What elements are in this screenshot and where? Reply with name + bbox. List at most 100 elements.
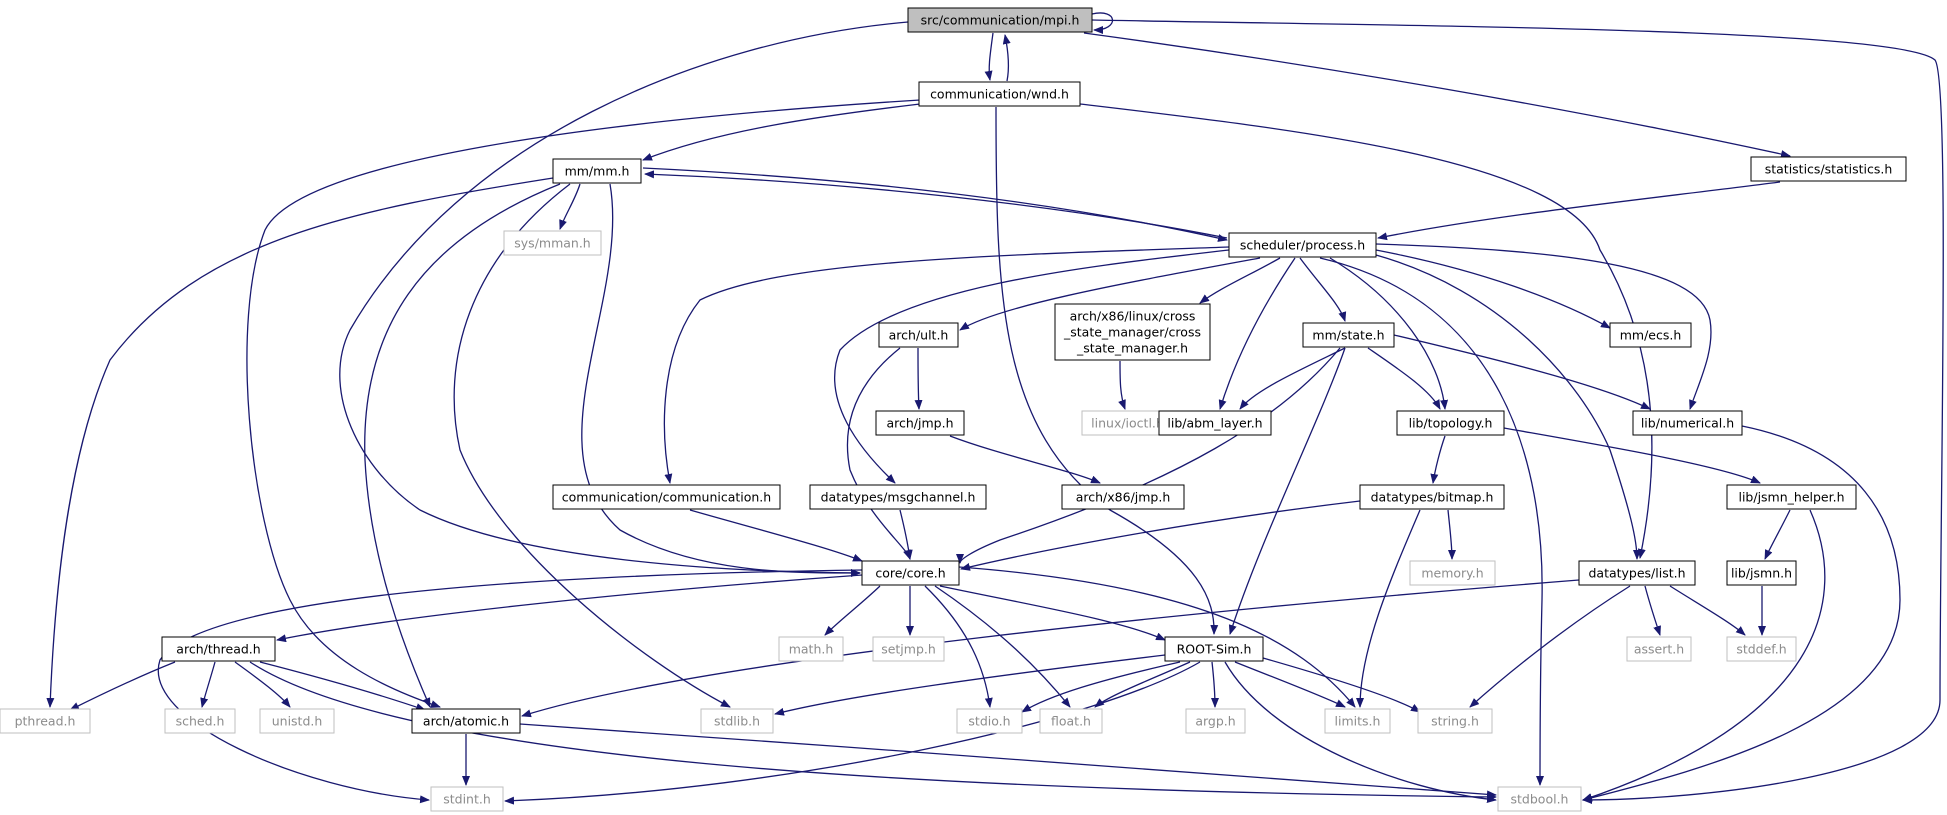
node-box <box>778 636 844 662</box>
node-thread[interactable]: arch/thread.h <box>161 636 276 662</box>
node-mpi[interactable]: src/communication/mpi.h <box>907 7 1093 33</box>
node-argp[interactable]: argp.h <box>1185 708 1246 734</box>
edge-bitmap-to-core <box>960 500 1361 571</box>
edge-rootsim-to-stdlib <box>774 654 1166 716</box>
node-jsmn[interactable]: lib/jsmn.h <box>1726 560 1797 586</box>
node-string[interactable]: string.h <box>1417 708 1493 734</box>
node-assert[interactable]: assert.h <box>1626 636 1692 662</box>
edge-numerical-to-stdbool <box>1582 425 1901 802</box>
node-ecs[interactable]: mm/ecs.h <box>1609 322 1692 348</box>
edge-process-to-csm <box>1199 257 1281 304</box>
node-jmp[interactable]: arch/jmp.h <box>875 410 965 436</box>
node-label: lib/topology.h <box>1409 416 1493 431</box>
edge-thread-to-pthread <box>69 661 176 711</box>
node-label: stdlib.h <box>714 714 760 729</box>
node-label: stdint.h <box>443 792 491 807</box>
node-box <box>1632 410 1743 436</box>
node-label: setjmp.h <box>881 642 936 657</box>
edge-rootsim-to-stdint <box>504 661 1201 805</box>
node-mm[interactable]: mm/mm.h <box>552 158 642 184</box>
node-label: string.h <box>1431 714 1479 729</box>
node-label: _state_manager.h <box>1076 341 1188 356</box>
edge-wnd-to-rootsim <box>995 106 1219 635</box>
node-box <box>1497 786 1582 812</box>
node-setjmp[interactable]: setjmp.h <box>872 636 945 662</box>
edge-wnd-to-list <box>1079 103 1653 559</box>
node-stdint[interactable]: stdint.h <box>430 786 504 812</box>
node-label: lib/abm_layer.h <box>1167 416 1262 431</box>
edge-process-to-mm <box>644 170 1228 239</box>
edge-list-to-atomic <box>521 579 1580 718</box>
node-stddef[interactable]: stddef.h <box>1726 636 1797 662</box>
node-limits[interactable]: limits.h <box>1324 708 1391 734</box>
node-state[interactable]: mm/state.h <box>1302 322 1395 348</box>
node-comm[interactable]: communication/communication.h <box>552 484 781 510</box>
node-label: ROOT-Sim.h <box>1177 642 1252 657</box>
edge-state-to-abm <box>1239 347 1346 410</box>
node-core[interactable]: core/core.h <box>861 560 960 586</box>
edge-mpi-to-core <box>339 21 909 577</box>
edge-process-to-stdbool <box>1319 257 1545 786</box>
node-label: communication/wnd.h <box>930 87 1069 102</box>
node-box <box>1726 636 1797 662</box>
node-topology[interactable]: lib/topology.h <box>1396 410 1505 436</box>
edge-thread-to-sched <box>200 661 216 708</box>
edge-bitmap-to-limits <box>1356 509 1421 708</box>
node-stdbool[interactable]: stdbool.h <box>1497 786 1582 812</box>
node-ioctl[interactable]: linux/ioctl.h <box>1081 410 1174 436</box>
node-label: stddef.h <box>1736 642 1786 657</box>
node-box <box>1726 484 1857 510</box>
edge-wnd-to-mpi <box>1002 34 1011 82</box>
node-float[interactable]: float.h <box>1039 708 1103 734</box>
edge-rootsim-to-stdbool <box>1224 661 1497 804</box>
node-box <box>1409 560 1496 586</box>
node-jsmnhelper[interactable]: lib/jsmn_helper.h <box>1726 484 1857 510</box>
edge-process-to-list <box>1375 254 1641 560</box>
node-wnd[interactable]: communication/wnd.h <box>918 81 1081 107</box>
node-box <box>1396 410 1505 436</box>
node-numerical[interactable]: lib/numerical.h <box>1632 410 1743 436</box>
node-process[interactable]: scheduler/process.h <box>1228 232 1377 258</box>
edge-msgchannel-to-core <box>899 509 913 560</box>
node-label: argp.h <box>1195 714 1235 729</box>
node-label: lib/jsmn_helper.h <box>1738 490 1844 505</box>
node-rootsim[interactable]: ROOT-Sim.h <box>1164 636 1264 662</box>
node-label: linux/ioctl.h <box>1091 416 1164 431</box>
node-memory[interactable]: memory.h <box>1409 560 1496 586</box>
edge-bitmap-to-memory <box>1447 509 1456 560</box>
edge-thread-to-atomic <box>259 661 426 711</box>
node-sysmman[interactable]: sys/mman.h <box>503 230 602 256</box>
edge-process-to-msgchannel <box>834 249 1230 484</box>
node-sched[interactable]: sched.h <box>164 708 236 734</box>
node-statistics[interactable]: statistics/statistics.h <box>1750 156 1907 182</box>
node-label: limits.h <box>1335 714 1381 729</box>
node-label: communication/communication.h <box>562 490 771 505</box>
node-pthread[interactable]: pthread.h <box>0 708 91 734</box>
node-csm[interactable]: arch/x86/linux/cross_state_manager/cross… <box>1054 303 1211 361</box>
edge-topology-to-jsmnhelper <box>1503 427 1761 484</box>
node-bitmap[interactable]: datatypes/bitmap.h <box>1359 484 1505 510</box>
node-atomic[interactable]: arch/atomic.h <box>411 708 521 734</box>
node-math[interactable]: math.h <box>778 636 844 662</box>
node-box <box>411 708 521 734</box>
node-label: mm/ecs.h <box>1620 328 1682 343</box>
edge-wnd-to-atomic <box>246 99 921 708</box>
node-stdlib[interactable]: stdlib.h <box>700 708 774 734</box>
node-abm[interactable]: lib/abm_layer.h <box>1158 410 1272 436</box>
node-list[interactable]: datatypes/list.h <box>1578 560 1696 586</box>
edge-mm-to-stdlib <box>453 183 731 708</box>
edge-process-to-ult <box>959 257 1261 331</box>
edge-topology-to-bitmap <box>1430 435 1446 484</box>
node-msgchannel[interactable]: datatypes/msgchannel.h <box>809 484 987 510</box>
node-box <box>809 484 987 510</box>
node-box <box>956 708 1023 734</box>
node-label: mm/mm.h <box>565 164 630 179</box>
node-unistd[interactable]: unistd.h <box>259 708 335 734</box>
edge-statistics-to-process <box>1377 181 1781 241</box>
edge-thread-to-unistd <box>234 661 291 708</box>
node-x86jmp[interactable]: arch/x86/jmp.h <box>1061 484 1185 510</box>
node-box <box>164 708 236 734</box>
node-stdio[interactable]: stdio.h <box>956 708 1023 734</box>
node-ult[interactable]: arch/ult.h <box>878 322 959 348</box>
edge-core-to-rootsim <box>939 585 1166 641</box>
